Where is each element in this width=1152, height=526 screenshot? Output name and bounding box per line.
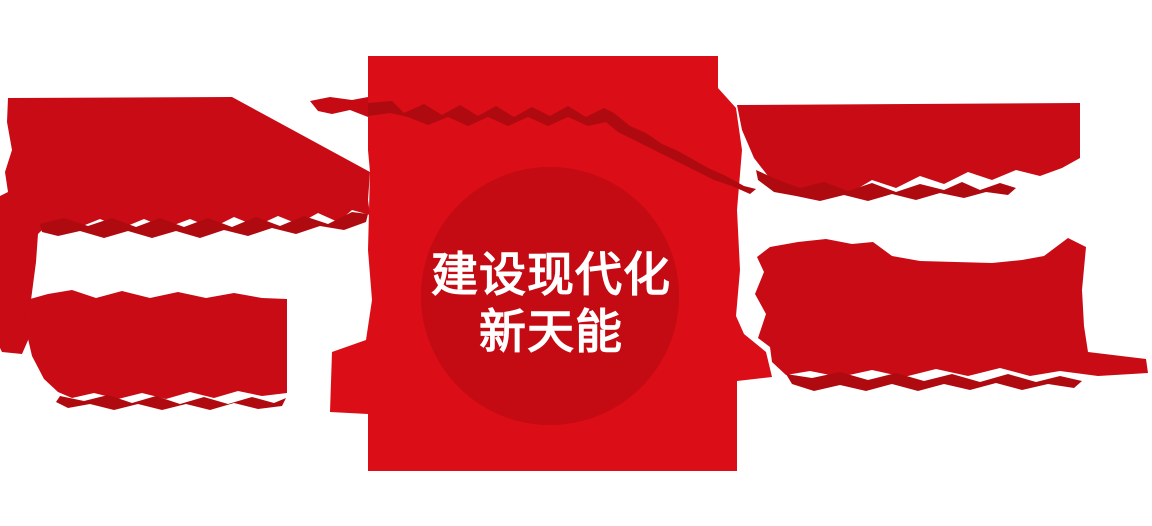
slogan-line-2: 新天能 xyxy=(479,305,623,358)
slogan: 建设现代化 新天能 xyxy=(420,246,682,360)
right-blob xyxy=(755,238,1148,377)
ridge-right-blob xyxy=(786,372,1082,391)
bottom-left-blob xyxy=(23,290,287,399)
ridge-top-banner xyxy=(368,101,756,194)
center-circle xyxy=(421,167,679,425)
top-right-blob xyxy=(737,103,1080,193)
slogan-line-1: 建设现代化 xyxy=(431,248,671,301)
left-blob xyxy=(0,97,370,354)
left-fragment xyxy=(310,97,368,117)
ridge-left-blob xyxy=(40,212,368,238)
ridge-top-right-blob xyxy=(756,170,1016,201)
ridge-bottom-left-blob xyxy=(56,395,286,410)
